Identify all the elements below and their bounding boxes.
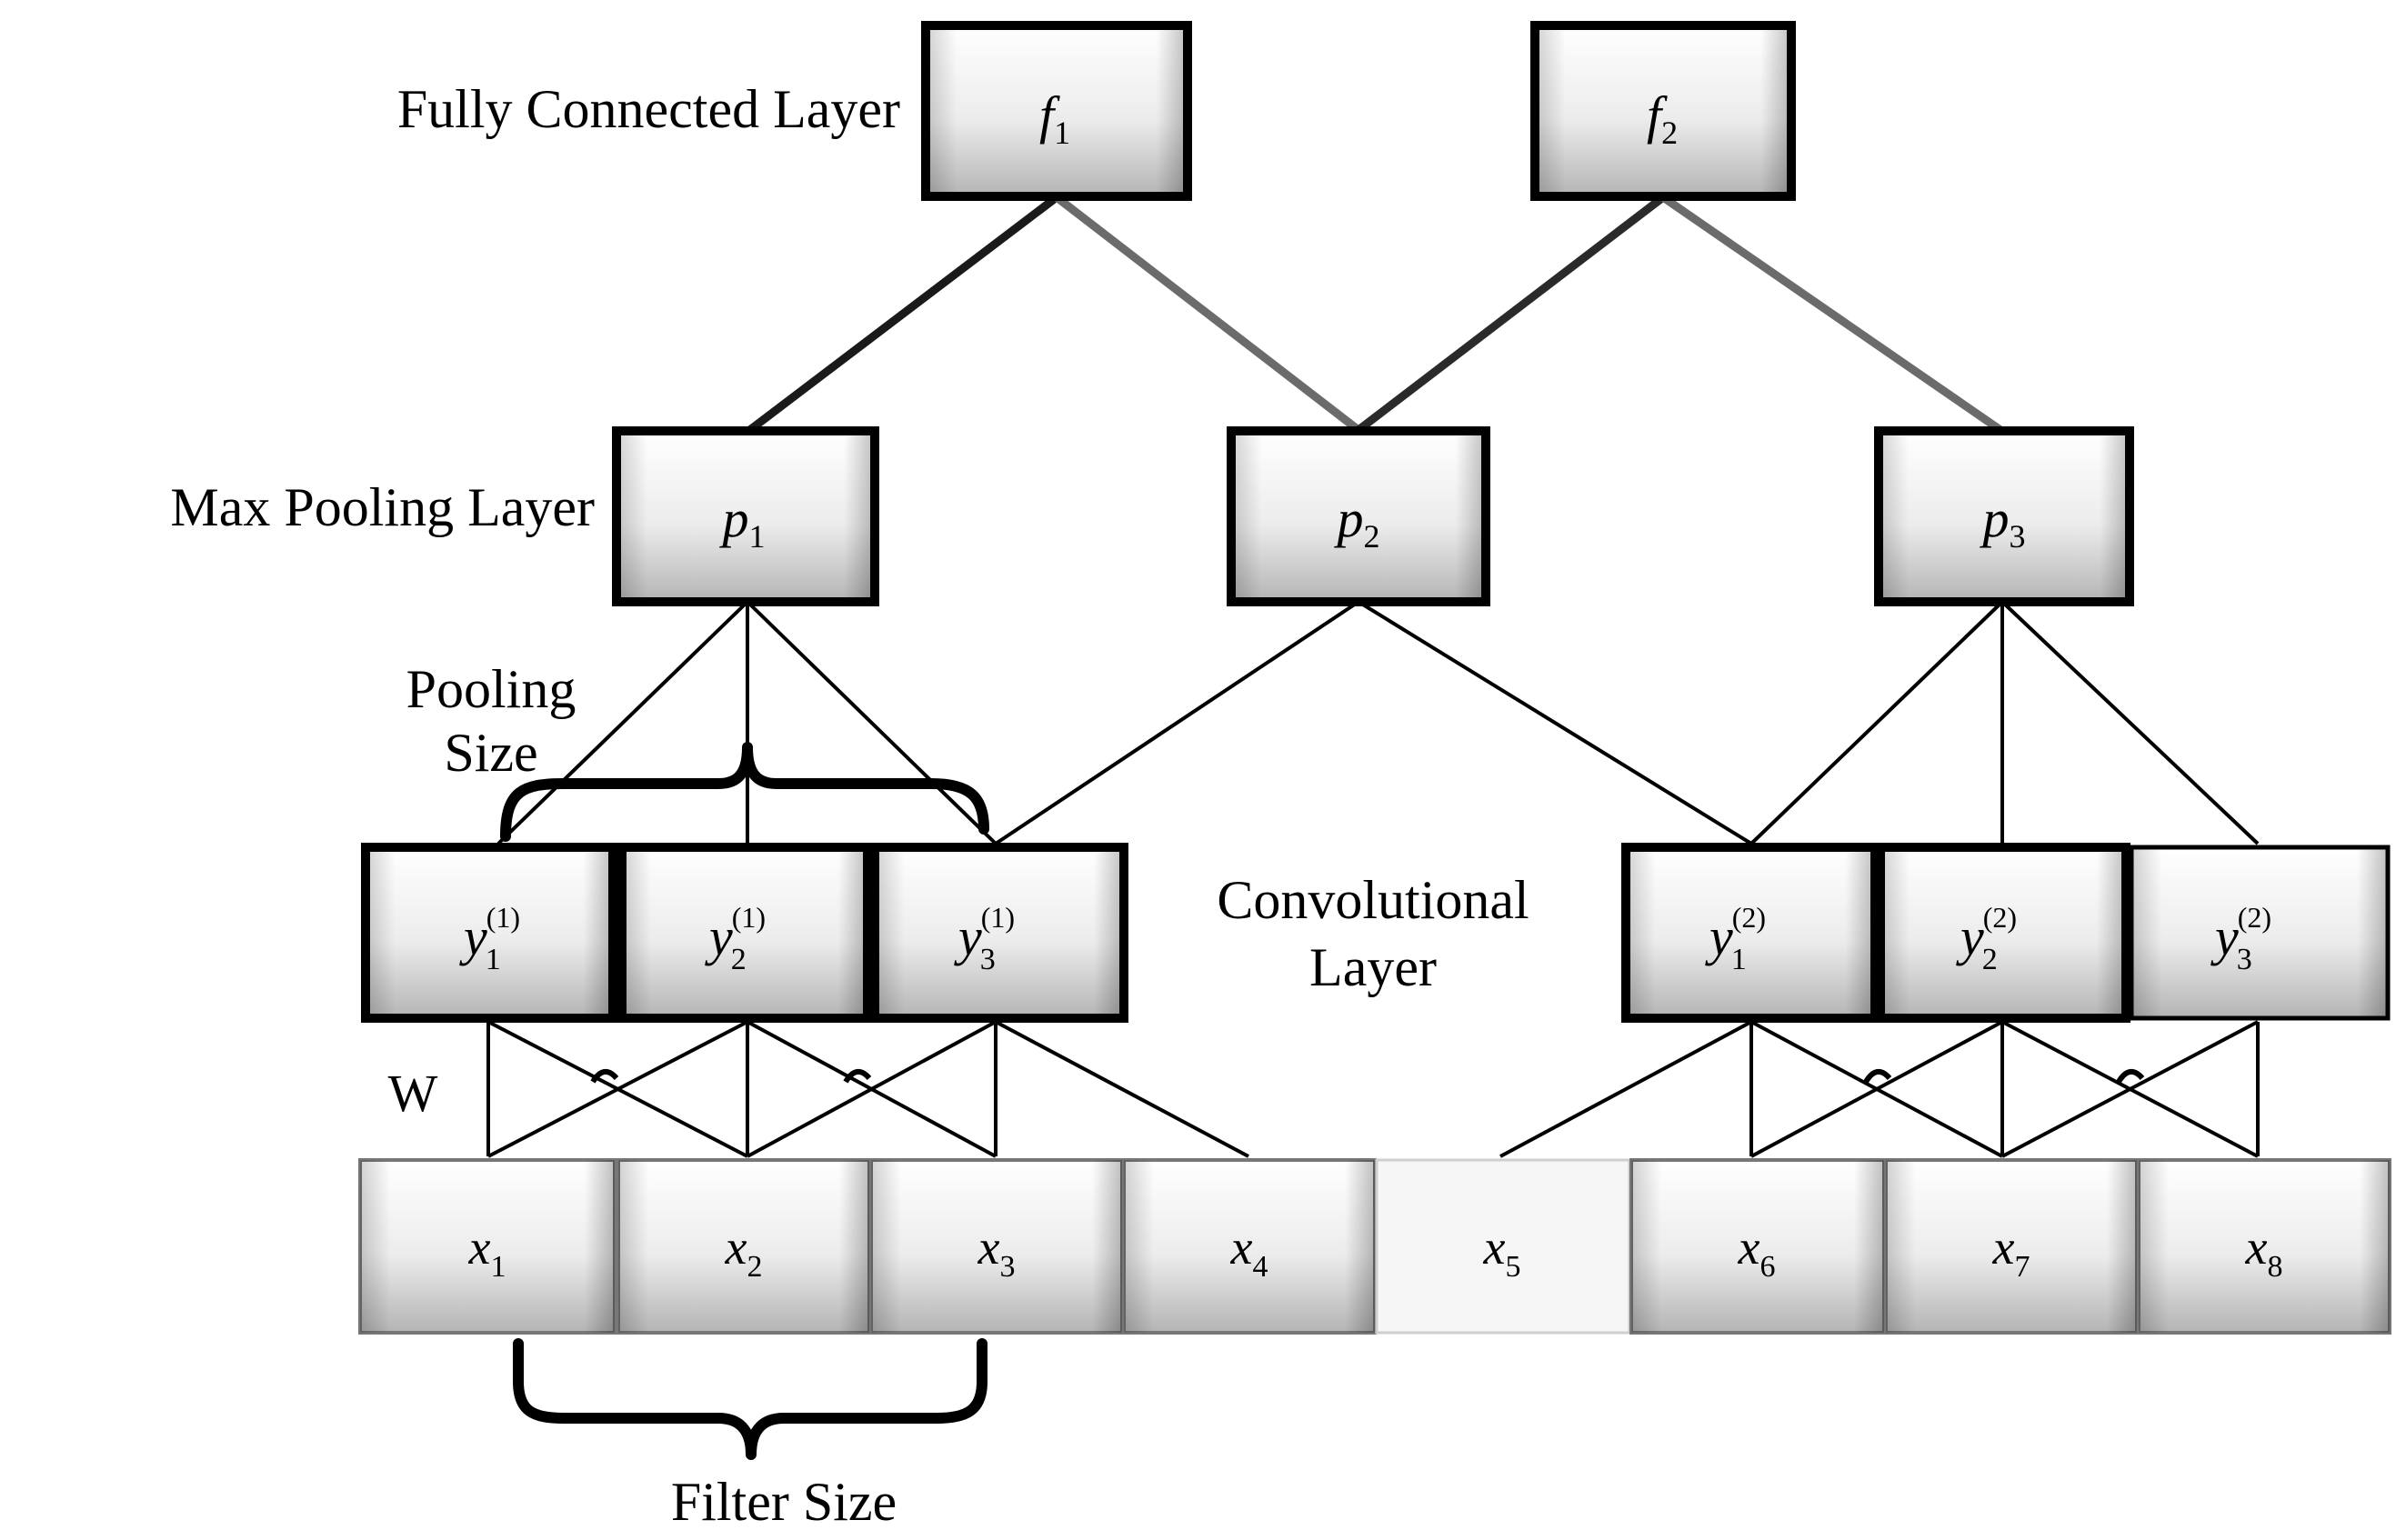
fully-connected-layer-label: Fully Connected Layer	[397, 79, 900, 139]
filter-size-brace	[513, 1338, 987, 1460]
node-y2-1: y2(1)	[617, 843, 872, 1023]
node-y1-1-label: y1(1)	[459, 901, 520, 976]
crossing-hop-4	[2116, 1069, 2145, 1084]
weights-label: W	[388, 1064, 438, 1123]
node-p1-label: p1	[719, 489, 766, 555]
node-f1: f1	[921, 21, 1192, 201]
edge-y3b-x7	[2001, 1020, 2259, 1158]
node-x7: x7	[1884, 1158, 2139, 1335]
node-x6-label: x6	[1738, 1220, 1776, 1284]
edge-y2-x1	[487, 1020, 748, 1158]
node-y1-2: y1(2)	[1621, 843, 1880, 1023]
edge-p2-y1b	[1357, 600, 1753, 845]
node-x8: x8	[2137, 1158, 2391, 1335]
node-x2-label: x2	[725, 1220, 763, 1284]
max-pooling-layer: p1 p2 p3	[612, 426, 2134, 606]
node-x5: x5	[1375, 1158, 1631, 1335]
edge-p2-y3	[994, 600, 1360, 845]
node-x4: x4	[1122, 1158, 1377, 1335]
crossing-hop-1	[590, 1069, 619, 1084]
node-x1: x1	[358, 1158, 617, 1335]
edge-x5-y1b	[1499, 1020, 1752, 1158]
conv-to-input-edges-right	[1499, 1020, 2260, 1158]
pooling-size-brace	[500, 742, 989, 842]
edge-p3-y1b	[1749, 600, 2004, 845]
fully-connected-layer: f1 f2	[921, 21, 1796, 201]
node-x7-label: x7	[1992, 1220, 2030, 1284]
node-p3-label: p3	[1980, 489, 2026, 555]
convolutional-layer: y1(1) y2(1) y3(1) y1(2) y2(2) y3(2)	[361, 843, 2391, 1023]
node-y3-1: y3(1)	[870, 843, 1128, 1023]
node-x2: x2	[617, 1158, 871, 1335]
convolutional-layer-label-line1: Convolutional	[1217, 870, 1529, 930]
edge-f2-p2	[1356, 194, 1666, 434]
node-p1: p1	[612, 426, 879, 606]
crossing-hop-3	[1863, 1069, 1892, 1084]
conv-to-input-edges-left	[486, 1020, 1249, 1158]
edge-f1-p1	[745, 194, 1059, 435]
node-x1-label: x1	[468, 1220, 506, 1284]
node-y2-2: y2(2)	[1876, 843, 2130, 1023]
node-y2-2-label: y2(2)	[1956, 901, 2017, 976]
crossing-hop-2	[843, 1069, 872, 1084]
connections	[486, 194, 2260, 1158]
convolutional-layer-label-line2: Layer	[1309, 937, 1437, 997]
node-x3: x3	[869, 1158, 1124, 1335]
node-p2-label: p2	[1334, 489, 1380, 555]
node-y2-1-label: y2(1)	[705, 901, 766, 976]
input-layer: x1 x2 x3 x4 x5 x6 x7	[358, 1158, 2391, 1335]
edge-p1-y3	[746, 600, 997, 845]
node-x6: x6	[1629, 1158, 1886, 1335]
edge-y3-x2	[747, 1020, 997, 1158]
max-pooling-layer-label: Max Pooling Layer	[170, 477, 595, 537]
edge-y2b-x6	[1750, 1020, 2003, 1158]
filter-size-label: Filter Size	[671, 1472, 897, 1532]
edge-p1-y1	[496, 600, 749, 845]
node-x3-label: x3	[977, 1220, 1016, 1284]
node-x8-label: x8	[2245, 1220, 2283, 1284]
layer-labels: Fully Connected Layer Max Pooling Layer …	[170, 79, 1529, 1532]
node-p2: p2	[1227, 426, 1490, 606]
pooling-size-label-line1: Pooling	[406, 659, 576, 719]
node-y1-2-label: y1(2)	[1705, 901, 1766, 976]
pool-to-conv-edges	[496, 600, 2260, 845]
pooling-size-label-line2: Size	[444, 723, 537, 783]
edge-f1-p2	[1054, 194, 1361, 434]
node-y1-1: y1(1)	[361, 843, 617, 1023]
node-f2: f2	[1530, 21, 1796, 201]
edge-y3-x4	[995, 1020, 1249, 1158]
node-y3-2-label: y3(2)	[2211, 901, 2271, 976]
node-y3-1-label: y3(1)	[954, 901, 1015, 976]
node-x4-label: x4	[1230, 1220, 1268, 1284]
fc-to-pool-edges	[745, 194, 2003, 435]
edge-f2-p3	[1660, 194, 2003, 434]
edge-p3-y3b	[2000, 600, 2260, 845]
node-p3: p3	[1874, 426, 2134, 606]
node-y3-2: y3(2)	[2129, 845, 2391, 1021]
node-x5-label: x5	[1483, 1220, 1521, 1284]
